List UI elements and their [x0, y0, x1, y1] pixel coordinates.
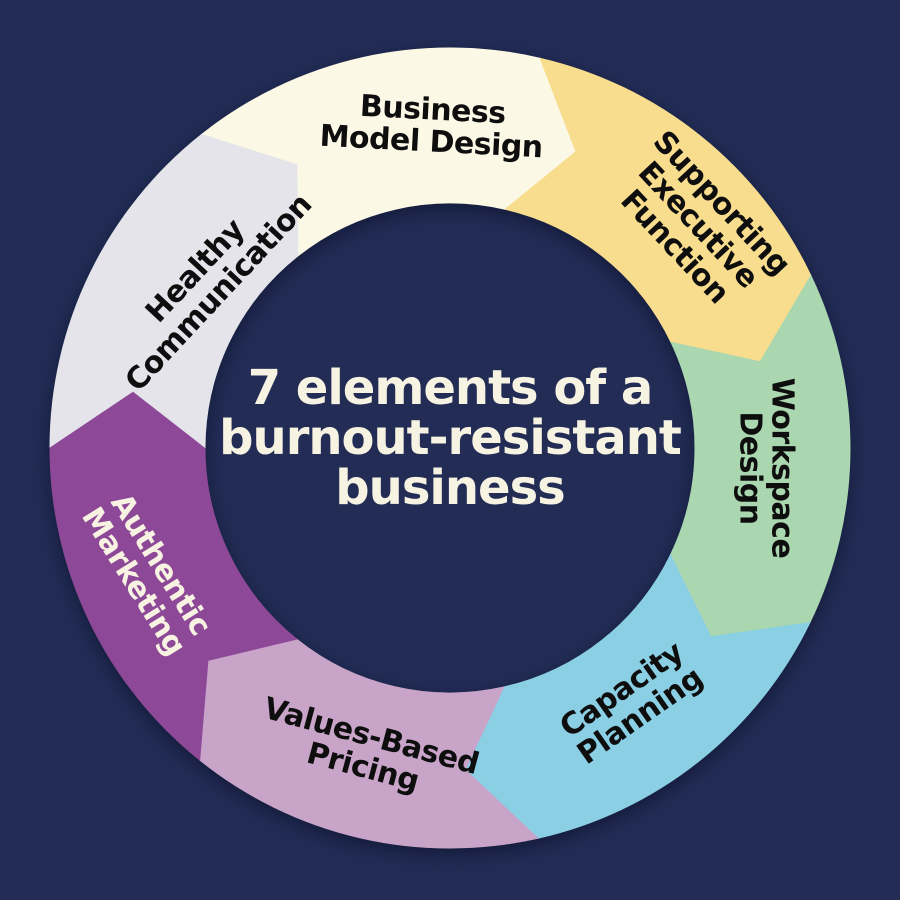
ring-segments: [49, 47, 851, 849]
center-title-line: 7 elements of a: [248, 360, 653, 416]
center-title-line: business: [335, 460, 564, 516]
segment-label-line: Workspace: [765, 378, 800, 559]
center-title-line: burnout-resistant: [219, 410, 681, 466]
segment-healthy-communication: [49, 133, 299, 449]
segment-label-line: Business: [359, 89, 506, 132]
segment-label-workspace-design: WorkspaceDesign: [733, 378, 800, 559]
segment-label-line: Design: [733, 411, 768, 524]
